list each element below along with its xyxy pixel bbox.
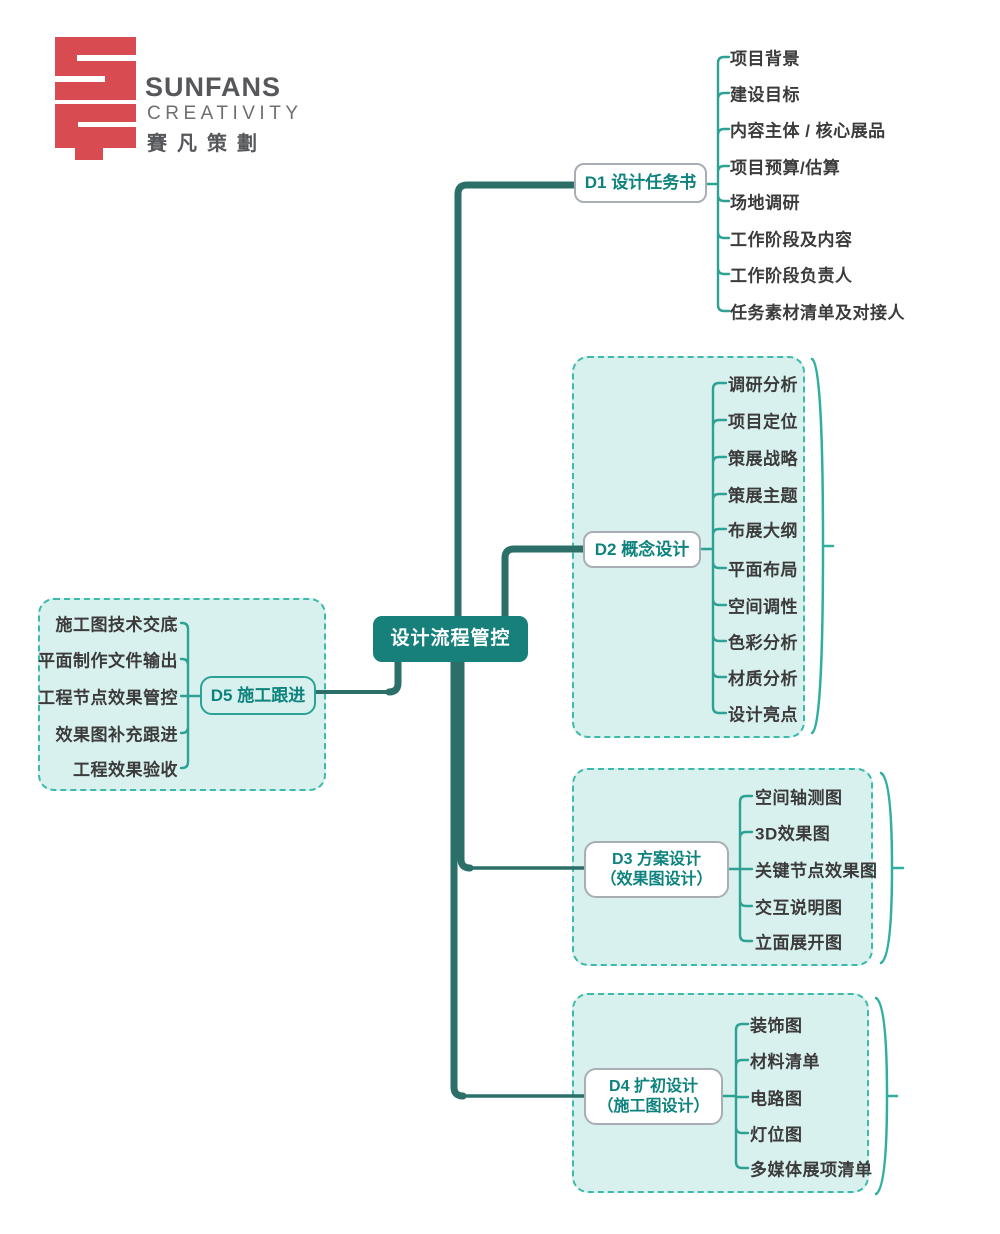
leaf-label[interactable]: 空间调性 xyxy=(728,597,798,617)
leaf-label[interactable]: 电路图 xyxy=(750,1089,803,1109)
branch-node-d4[interactable]: D4 扩初设计 （施工图设计） xyxy=(584,1068,723,1125)
logo-subtitle-text: CREATIVITY xyxy=(147,103,303,124)
branch-lines-d3 xyxy=(727,794,754,943)
leaf-label[interactable]: 项目定位 xyxy=(728,412,798,432)
branch-node-d4-label: D4 扩初设计 xyxy=(609,1077,698,1095)
branch-node-d5-label: D5 施工跟进 xyxy=(210,685,306,705)
leaf-label[interactable]: 策展主题 xyxy=(728,486,798,506)
trunk-to-d2 xyxy=(501,545,587,634)
branch-node-d3[interactable]: D3 方案设计 （效果图设计） xyxy=(584,841,729,898)
root-node[interactable]: 设计流程管控 xyxy=(373,616,528,662)
leaf-label[interactable]: 多媒体展项清单 xyxy=(750,1160,873,1180)
leaf-label[interactable]: 平面布局 xyxy=(728,560,798,580)
branch-node-d4-sublabel: （施工图设计） xyxy=(597,1097,710,1115)
leaf-label[interactable]: 内容主体 / 核心展品 xyxy=(730,121,886,141)
leaf-label[interactable]: 项目背景 xyxy=(730,49,800,69)
trunk-to-d1 xyxy=(454,181,578,634)
leaf-label[interactable]: 工程效果验收 xyxy=(73,760,178,780)
branch-node-d2[interactable]: D2 概念设计 xyxy=(583,531,701,568)
branch-node-d5[interactable]: D5 施工跟进 xyxy=(200,676,316,715)
leaf-label[interactable]: 交互说明图 xyxy=(755,898,843,918)
branch-node-d1[interactable]: D1 设计任务书 xyxy=(574,163,707,203)
branch-lines-d5 xyxy=(179,621,202,770)
trunk-to-d3 xyxy=(457,646,474,872)
leaf-label[interactable]: 工程节点效果管控 xyxy=(38,688,178,708)
leaf-label[interactable]: 平面制作文件输出 xyxy=(38,651,178,671)
branch-node-d2-label: D2 概念设计 xyxy=(594,539,690,559)
leaf-label[interactable]: 关键节点效果图 xyxy=(755,861,878,881)
leaf-label[interactable]: 任务素材清单及对接人 xyxy=(730,303,905,323)
leaf-label[interactable]: 3D效果图 xyxy=(755,824,831,844)
leaf-label[interactable]: 材料清单 xyxy=(750,1052,820,1072)
leaf-label[interactable]: 效果图补充跟进 xyxy=(55,725,178,745)
leaf-label[interactable]: 布展大纲 xyxy=(728,521,798,541)
leaf-label[interactable]: 建设目标 xyxy=(730,85,800,105)
leaf-label[interactable]: 立面展开图 xyxy=(755,933,843,953)
leaf-label[interactable]: 工作阶段负责人 xyxy=(730,266,853,286)
branch-node-d3-sublabel: （效果图设计） xyxy=(600,870,713,888)
leaf-label[interactable]: 设计亮点 xyxy=(728,705,798,725)
sunfans-logo-icon xyxy=(55,37,136,160)
leaf-label[interactable]: 工作阶段及内容 xyxy=(730,230,853,250)
leaf-label[interactable]: 场地调研 xyxy=(730,193,800,213)
branch-lines-d4 xyxy=(721,1022,750,1170)
branch-lines-d2 xyxy=(699,381,728,715)
leaf-label[interactable]: 策展战略 xyxy=(728,449,798,469)
leaf-label[interactable]: 色彩分析 xyxy=(728,633,798,653)
logo-brand-text: SUNFANS xyxy=(145,72,282,102)
bracket-d4 xyxy=(874,996,899,1196)
bracket-d3 xyxy=(879,771,905,965)
branch-node-d3-label: D3 方案设计 xyxy=(612,850,701,868)
branch-lines-d1 xyxy=(703,55,731,313)
logo-chinese-text: 賽凡策劃 xyxy=(147,133,267,155)
leaf-label[interactable]: 灯位图 xyxy=(750,1125,803,1145)
leaf-label[interactable]: 施工图技术交底 xyxy=(55,615,178,635)
bracket-d2 xyxy=(810,357,835,735)
leaf-label[interactable]: 材质分析 xyxy=(728,669,798,689)
root-node-label: 设计流程管控 xyxy=(390,628,511,650)
branch-node-d1-label: D1 设计任务书 xyxy=(584,173,697,193)
leaf-label[interactable]: 项目预算/估算 xyxy=(730,158,841,178)
leaf-label[interactable]: 调研分析 xyxy=(728,375,798,395)
leaf-label[interactable]: 装饰图 xyxy=(750,1016,803,1036)
leaf-label[interactable]: 空间轴测图 xyxy=(755,788,843,808)
